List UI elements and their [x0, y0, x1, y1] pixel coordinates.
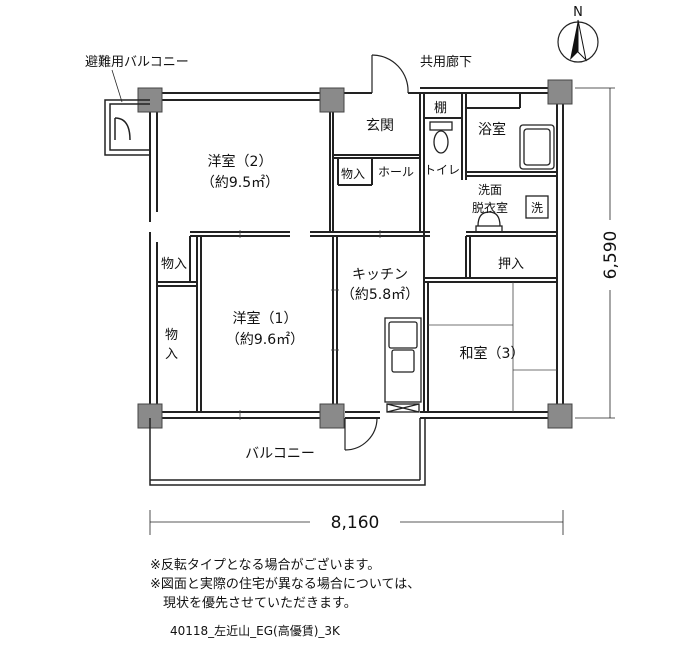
north-arrow-icon — [570, 20, 578, 60]
compass: N — [557, 5, 599, 63]
label-storage-left-lower-2: 入 — [165, 347, 178, 362]
label-storage-left-upper: 物入 — [161, 257, 187, 272]
label-oshiire: 押入 — [498, 257, 524, 272]
label-hall: ホール — [378, 165, 414, 179]
note-line-1: ※反転タイプとなる場合がございます。 — [150, 558, 381, 573]
label-bath: 浴室 — [478, 121, 506, 138]
entrance-door — [371, 54, 409, 94]
compass-label: N — [573, 5, 583, 20]
note-line-2: ※図面と実際の住宅が異なる場合については、 — [150, 577, 421, 592]
label-storage-small: 物入 — [341, 167, 365, 181]
kitchen-counter — [384, 317, 422, 413]
label-western2-name: 洋室（2） — [208, 153, 273, 170]
dimension-lines — [149, 87, 615, 535]
label-kitchen-area: （約5.8㎡） — [341, 287, 419, 303]
note-line-3: 現状を優先させていただきます。 — [150, 596, 357, 611]
sliding-doors — [239, 230, 381, 420]
walls — [149, 87, 570, 419]
columns — [137, 79, 573, 429]
label-evac-balcony: 避難用バルコニー — [85, 55, 189, 70]
label-shelf: 棚 — [434, 101, 447, 116]
label-western1-name: 洋室（1） — [233, 310, 298, 327]
washbasin — [475, 211, 503, 233]
tatami — [428, 282, 557, 412]
washer-box — [525, 195, 549, 219]
dimension-depth: 6,590 — [601, 231, 621, 280]
toilet-fixture — [429, 121, 453, 154]
label-japanese3: 和室（3） — [460, 345, 525, 362]
evac-balcony — [104, 99, 150, 156]
dimension-width: 8,160 — [331, 513, 380, 533]
balcony-outline — [149, 418, 426, 486]
label-washroom-1: 洗面 — [478, 183, 502, 197]
label-storage-left-lower-1: 物 — [165, 328, 178, 343]
label-entrance: 玄関 — [366, 117, 394, 134]
label-western2-area: （約9.5㎡） — [201, 175, 279, 191]
label-kitchen-name: キッチン — [352, 267, 408, 283]
balcony-door — [344, 417, 378, 451]
label-washroom-2: 脱衣室 — [472, 200, 508, 215]
bathtub — [519, 124, 555, 170]
plan-code: 40118_左近山_EG(高優賃)_3K — [170, 624, 340, 638]
room-labels: 避難用バルコニー 共用廊下 洋室（2） （約9.5㎡） 玄関 棚 浴室 物入 ホ… — [85, 54, 543, 462]
label-western1-area: （約9.6㎡） — [226, 332, 304, 348]
label-washer: 洗 — [531, 201, 543, 215]
label-toilet: トイレ — [424, 163, 460, 177]
label-balcony: バルコニー — [245, 446, 315, 462]
label-corridor: 共用廊下 — [420, 54, 472, 70]
